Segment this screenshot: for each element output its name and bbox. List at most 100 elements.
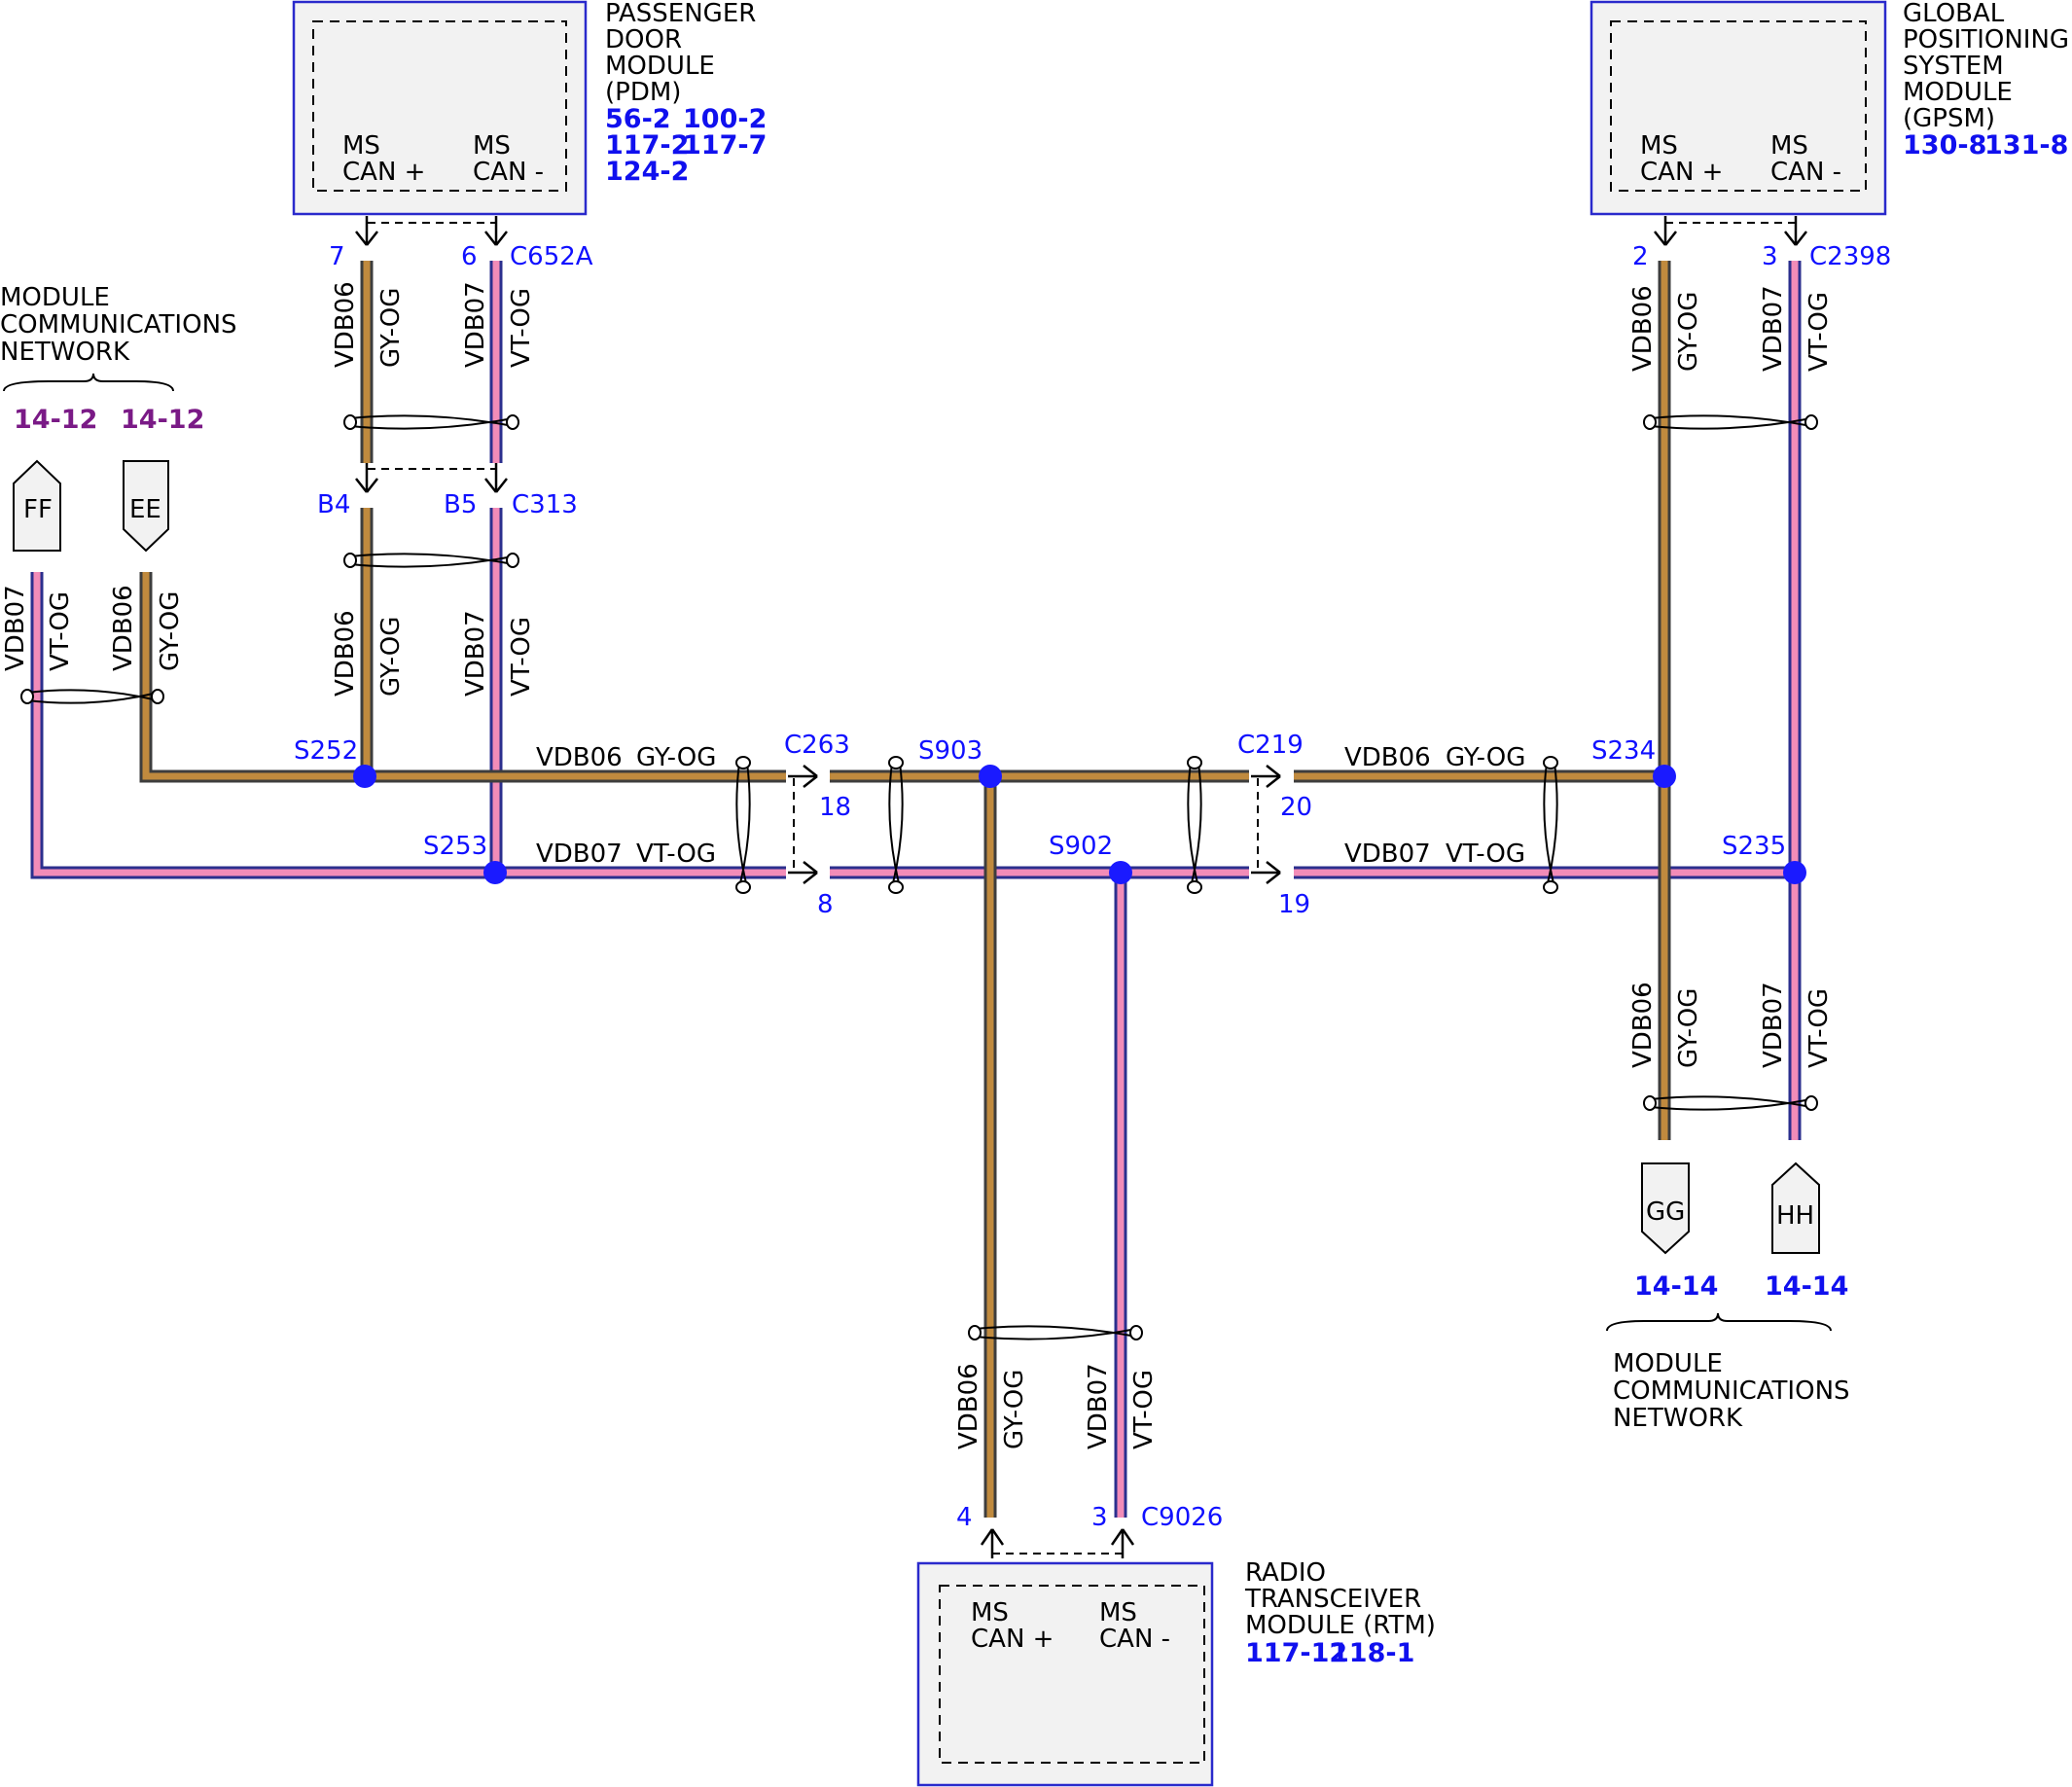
connector-arrow bbox=[1664, 231, 1677, 246]
connector-arrow bbox=[1266, 872, 1281, 884]
wire-label-color: GY-OG bbox=[156, 591, 185, 671]
twist-marker bbox=[1804, 414, 1818, 430]
gpsm-ref-link[interactable]: 130-8 bbox=[1903, 130, 1986, 161]
twist-marker bbox=[20, 689, 34, 704]
pdm-name-line-2: DOOR bbox=[605, 25, 682, 54]
pdm-pin-minus-label-1: MS bbox=[473, 131, 511, 161]
connector-arrows bbox=[355, 216, 1807, 1558]
wire-label-color: VT-OG bbox=[1446, 840, 1525, 869]
pdm-pin-minus-label-2: CAN - bbox=[473, 158, 544, 187]
splice-s903-dot bbox=[979, 765, 1002, 788]
gpsm-pin-plus-label-1: MS bbox=[1640, 131, 1678, 161]
network-right-line-3: NETWORK bbox=[1613, 1404, 1743, 1433]
network-right-line-2: COMMUNICATIONS bbox=[1613, 1376, 1850, 1406]
c313-name: C313 bbox=[512, 490, 578, 519]
rtm-name-line-3: MODULE (RTM) bbox=[1245, 1611, 1436, 1640]
connector-arrow bbox=[1266, 775, 1281, 788]
twist-marker bbox=[968, 1325, 982, 1340]
wire-label-color: VT-OG bbox=[1129, 1370, 1159, 1449]
c9026-pin-minus: 3 bbox=[1091, 1503, 1108, 1532]
wire-vdb07 bbox=[33, 572, 495, 876]
connector-hh-label: HH bbox=[1776, 1201, 1814, 1231]
twist-marker bbox=[974, 1325, 1137, 1340]
wire-label-circuit: VDB07 bbox=[1759, 285, 1788, 372]
connector-arrow bbox=[1110, 1528, 1125, 1546]
c219-pin-minus: 19 bbox=[1278, 890, 1310, 919]
connector-arrow bbox=[1266, 765, 1281, 777]
network-right-ref-link[interactable]: 14-14 bbox=[1765, 1271, 1848, 1302]
gpsm-pin-minus-label-1: MS bbox=[1770, 131, 1808, 161]
pdm-module: MS CAN + MS CAN - bbox=[292, 0, 588, 216]
wire-label-color: GY-OG bbox=[1446, 743, 1525, 772]
splice-s903-label: S903 bbox=[918, 736, 982, 766]
gpsm-name-line-1: GLOBAL bbox=[1903, 0, 2005, 28]
wire-label-circuit: VDB07 bbox=[1759, 982, 1788, 1068]
wire-label-circuit: VDB07 bbox=[461, 281, 490, 368]
twist-marker bbox=[1649, 1095, 1812, 1111]
connector-arrow bbox=[803, 861, 818, 874]
twist-marker bbox=[888, 880, 904, 894]
vertical-wire-labels: VDB06 GY-OG VDB07 VT-OG VDB06 GY-OG VDB0… bbox=[1, 281, 1834, 1449]
c652a-pin-plus: 7 bbox=[329, 242, 345, 271]
connector-arrow bbox=[990, 1528, 1005, 1546]
pdm-name-line-4: (PDM) bbox=[605, 78, 681, 107]
twist-marker bbox=[1804, 1095, 1818, 1111]
pdm-ref-link[interactable]: 117-2 bbox=[605, 130, 689, 161]
pdm-ref-link[interactable]: 117-7 bbox=[683, 130, 767, 161]
wire-label-circuit: VDB07 bbox=[1, 585, 30, 671]
connector-brackets bbox=[368, 222, 1796, 1555]
connector-arrow bbox=[495, 478, 508, 493]
pdm-ref-link[interactable]: 124-2 bbox=[605, 157, 689, 187]
splices: S252 S253 S903 S902 S234 S235 bbox=[294, 736, 1806, 884]
wire-label-circuit: VDB06 bbox=[331, 610, 360, 697]
wire-label-color: VT-OG bbox=[1804, 292, 1834, 372]
twist-marker bbox=[1543, 762, 1558, 888]
network-left: MODULE COMMUNICATIONS NETWORK 14-12 14-1… bbox=[0, 283, 237, 553]
gpsm-ref-link[interactable]: 131-8 bbox=[1984, 130, 2068, 161]
splice-s235-label: S235 bbox=[1722, 832, 1786, 861]
splice-s252-dot bbox=[353, 765, 376, 788]
network-left-ref-link[interactable]: 14-12 bbox=[14, 405, 97, 435]
rtm-pin-plus-label-1: MS bbox=[971, 1598, 1009, 1627]
c9026-name: C9026 bbox=[1141, 1503, 1223, 1532]
rtm-ref-link[interactable]: 118-1 bbox=[1331, 1638, 1414, 1668]
connector-arrow bbox=[1266, 861, 1281, 874]
c219-pin-plus: 20 bbox=[1280, 793, 1312, 822]
twist-marker bbox=[1187, 880, 1202, 894]
connector-gg-shape bbox=[1641, 1162, 1690, 1255]
c652a-pin-minus: 6 bbox=[461, 242, 478, 271]
twist-marker bbox=[1643, 1095, 1657, 1111]
wire-label-circuit: VDB07 bbox=[1344, 840, 1431, 869]
splice-s234-label: S234 bbox=[1591, 736, 1656, 766]
twist-marker bbox=[735, 756, 751, 769]
twist-marker bbox=[26, 689, 159, 704]
rtm-pin-minus-label-1: MS bbox=[1099, 1598, 1137, 1627]
gpsm-title: GLOBAL POSITIONING SYSTEM MODULE (GPSM) … bbox=[1903, 0, 2069, 161]
rtm-title: RADIO TRANSCEIVER MODULE (RTM) 117-12 11… bbox=[1244, 1558, 1436, 1668]
connector-arrow bbox=[1121, 1528, 1135, 1546]
connector-arrow bbox=[355, 478, 368, 493]
twist-marker bbox=[349, 553, 514, 568]
wire-label-color: GY-OG bbox=[376, 617, 406, 697]
connector-arrow bbox=[484, 478, 497, 493]
twisted-pair-markers bbox=[20, 414, 1818, 1340]
pdm-ref-link[interactable]: 100-2 bbox=[683, 104, 767, 134]
pdm-ref-link[interactable]: 56-2 bbox=[605, 104, 671, 134]
splice-s235-dot bbox=[1783, 861, 1806, 884]
wire-label-circuit: VDB06 bbox=[1344, 743, 1431, 772]
wire-label-circuit: VDB06 bbox=[331, 281, 360, 368]
network-left-ref-link[interactable]: 14-12 bbox=[121, 405, 204, 435]
c263-pin-plus: 18 bbox=[819, 793, 851, 822]
wire-label-circuit: VDB07 bbox=[1084, 1363, 1113, 1449]
rtm-name-line-2: TRANSCEIVER bbox=[1244, 1585, 1421, 1614]
splice-s252-label: S252 bbox=[294, 736, 358, 766]
gpsm-name-line-4: MODULE bbox=[1903, 78, 2013, 107]
network-left-line-1: MODULE bbox=[0, 283, 110, 312]
network-right-ref-link[interactable]: 14-14 bbox=[1634, 1271, 1718, 1302]
wire-label-color: VT-OG bbox=[46, 591, 75, 671]
gpsm-module: MS CAN + MS CAN - bbox=[1590, 0, 1887, 216]
wire-harness bbox=[30, 261, 1802, 1518]
twist-marker bbox=[343, 553, 357, 568]
rtm-ref-link[interactable]: 117-12 bbox=[1245, 1638, 1347, 1668]
